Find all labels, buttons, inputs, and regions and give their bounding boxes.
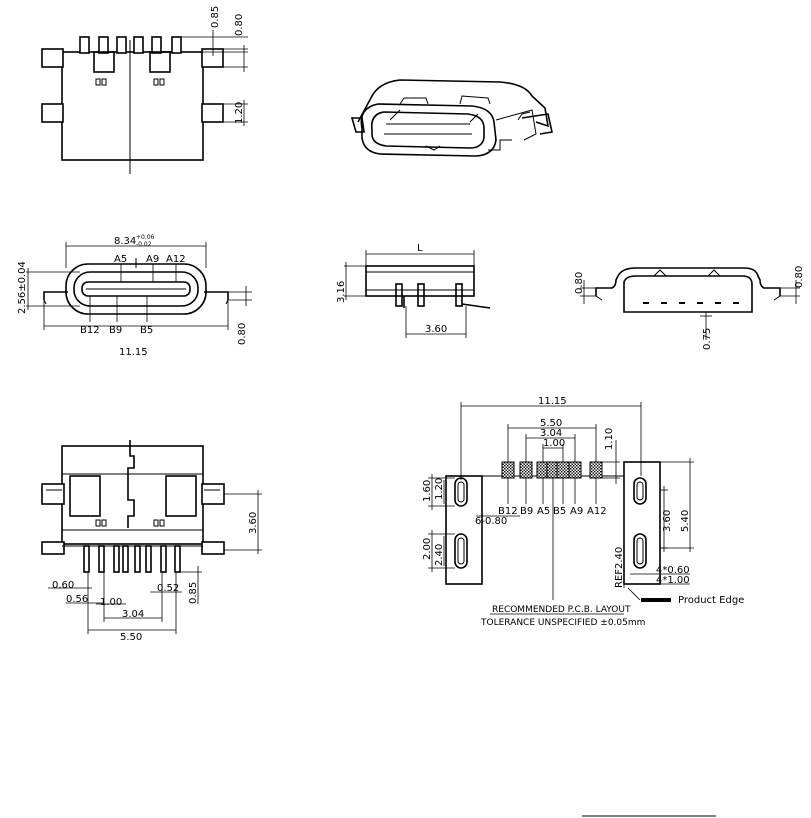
dim-bottom-pad-height: 3.60 [248, 512, 259, 534]
pcb-dim-slot1-inner: 1.20 [434, 478, 445, 500]
dim-opening-width: 8.34 [114, 236, 136, 247]
pcb-dim-total: 11.15 [538, 396, 567, 407]
pcb-note-title: RECOMMENDED P.C.B. LAYOUT [492, 605, 631, 615]
pcb-notes: RECOMMENDED P.C.B. LAYOUT TOLERANCE UNSP… [480, 605, 645, 628]
dim-opening-tol-plus: +0.06 [136, 234, 155, 241]
top-view-outline [41, 36, 224, 174]
pad-label-a12: A12 [587, 506, 607, 517]
front-view-outline [43, 258, 229, 315]
bottom-view-outline [41, 440, 225, 573]
pcb-dim-550: 5.50 [540, 418, 562, 429]
pad-label-b9: B9 [520, 506, 533, 517]
pad-label-a9: A9 [570, 506, 583, 517]
pad-label-a5: A5 [537, 506, 550, 517]
pcb-dimensions: 11.15 5.50 3.04 1.00 1.10 1.60 1.20 [422, 396, 744, 606]
rear-view-dimensions: 0.80 0.80 0.75 [574, 266, 805, 350]
pcb-dim-pad-len: 1.10 [604, 428, 615, 450]
pin-label-b12: B12 [80, 325, 100, 336]
front-view: A5 A9 A12 B12 B9 B5 8.34 +0.06 -0.02 2.5… [17, 234, 252, 358]
dim-opening-height: 2.56±0.04 [17, 261, 28, 314]
rear-view-outline [595, 267, 781, 313]
pad-label-b5: B5 [553, 506, 566, 517]
dim-rear-left: 0.80 [574, 272, 585, 294]
dim-side-length: L [417, 243, 423, 254]
pcb-dim-304: 3.04 [540, 428, 562, 439]
dim-bottom-width-304: 3.04 [122, 609, 144, 620]
pcb-dim-slot1-outer: 1.60 [422, 480, 433, 502]
top-view: 0.85 0.80 1.20 [41, 6, 248, 174]
rear-view: 0.80 0.80 0.75 [574, 266, 805, 350]
isometric-view [350, 79, 553, 157]
pcb-pads: B12 B9 A5 B5 A9 A12 [498, 461, 607, 600]
pcb-dim-100: 1.00 [543, 438, 565, 449]
dim-side-height: 3.16 [336, 281, 347, 303]
pin-label-b5: B5 [140, 325, 153, 336]
dim-rear-right: 0.80 [794, 266, 805, 288]
dim-opening-tol-minus: -0.02 [136, 241, 152, 248]
dim-bottom-tail: 0.85 [188, 582, 199, 604]
pin-label-a9: A9 [146, 254, 159, 265]
pin-label-a5: A5 [114, 254, 127, 265]
dim-bottom-pitch-060: 0.60 [52, 580, 74, 591]
dim-leg-height: 0.80 [237, 323, 248, 345]
pcb-dim-slot2-outer: 2.00 [422, 538, 433, 560]
dim-bottom-pitch-056: 0.56 [66, 594, 88, 605]
front-view-dimensions: 8.34 +0.06 -0.02 2.56±0.04 11.15 0.80 [17, 234, 252, 358]
front-view-pin-labels: A5 A9 A12 B12 B9 B5 [80, 254, 186, 336]
dim-top-tab: 0.85 [210, 6, 221, 28]
pcb-dim-ref: REF2.40 [614, 547, 625, 588]
dim-side-offset: 3.60 [425, 324, 447, 335]
bottom-view: 3.60 0.60 0.56 1.00 0.52 3.04 5.50 0.85 [41, 440, 262, 643]
pcb-dim-hole-060: 4*0.60 [656, 565, 690, 576]
pin-label-a12: A12 [166, 254, 186, 265]
side-view-outline [365, 265, 491, 309]
dim-bottom-width-550: 5.50 [120, 632, 142, 643]
side-view: L 3.16 3.60 [336, 243, 491, 338]
dim-side-pad: 1.20 [234, 102, 245, 124]
dim-overall-width: 11.15 [119, 347, 148, 358]
dim-rear-bottom: 0.75 [702, 328, 713, 350]
pcb-dim-right-540: 5.40 [680, 510, 691, 532]
pcb-layout: B12 B9 A5 B5 A9 A12 11.15 5.50 3.04 1.00 [422, 396, 744, 628]
pcb-edge-label: Product Edge [678, 595, 744, 606]
pcb-dim-slot2-inner: 2.40 [434, 544, 445, 566]
pin-label-b9: B9 [109, 325, 122, 336]
dim-bottom-pitch-100: 1.00 [100, 597, 122, 608]
pcb-dim-right-360: 3.60 [662, 510, 673, 532]
dim-tab-pitch: 0.80 [234, 14, 245, 36]
pcb-note-tolerance: TOLERANCE UNSPECIFIED ±0.05mm [480, 618, 645, 628]
pcb-dim-pitch-080: 6-0.80 [475, 516, 507, 527]
pad-label-b12: B12 [498, 506, 518, 517]
side-view-dimensions: L 3.16 3.60 [336, 243, 475, 338]
top-view-dimensions: 0.85 0.80 1.20 [181, 6, 248, 126]
dim-bottom-pitch-052: 0.52 [157, 583, 179, 594]
pcb-dim-hole-100: 4*1.00 [656, 575, 690, 586]
bottom-view-dimensions: 3.60 0.60 0.56 1.00 0.52 3.04 5.50 0.85 [48, 490, 262, 643]
